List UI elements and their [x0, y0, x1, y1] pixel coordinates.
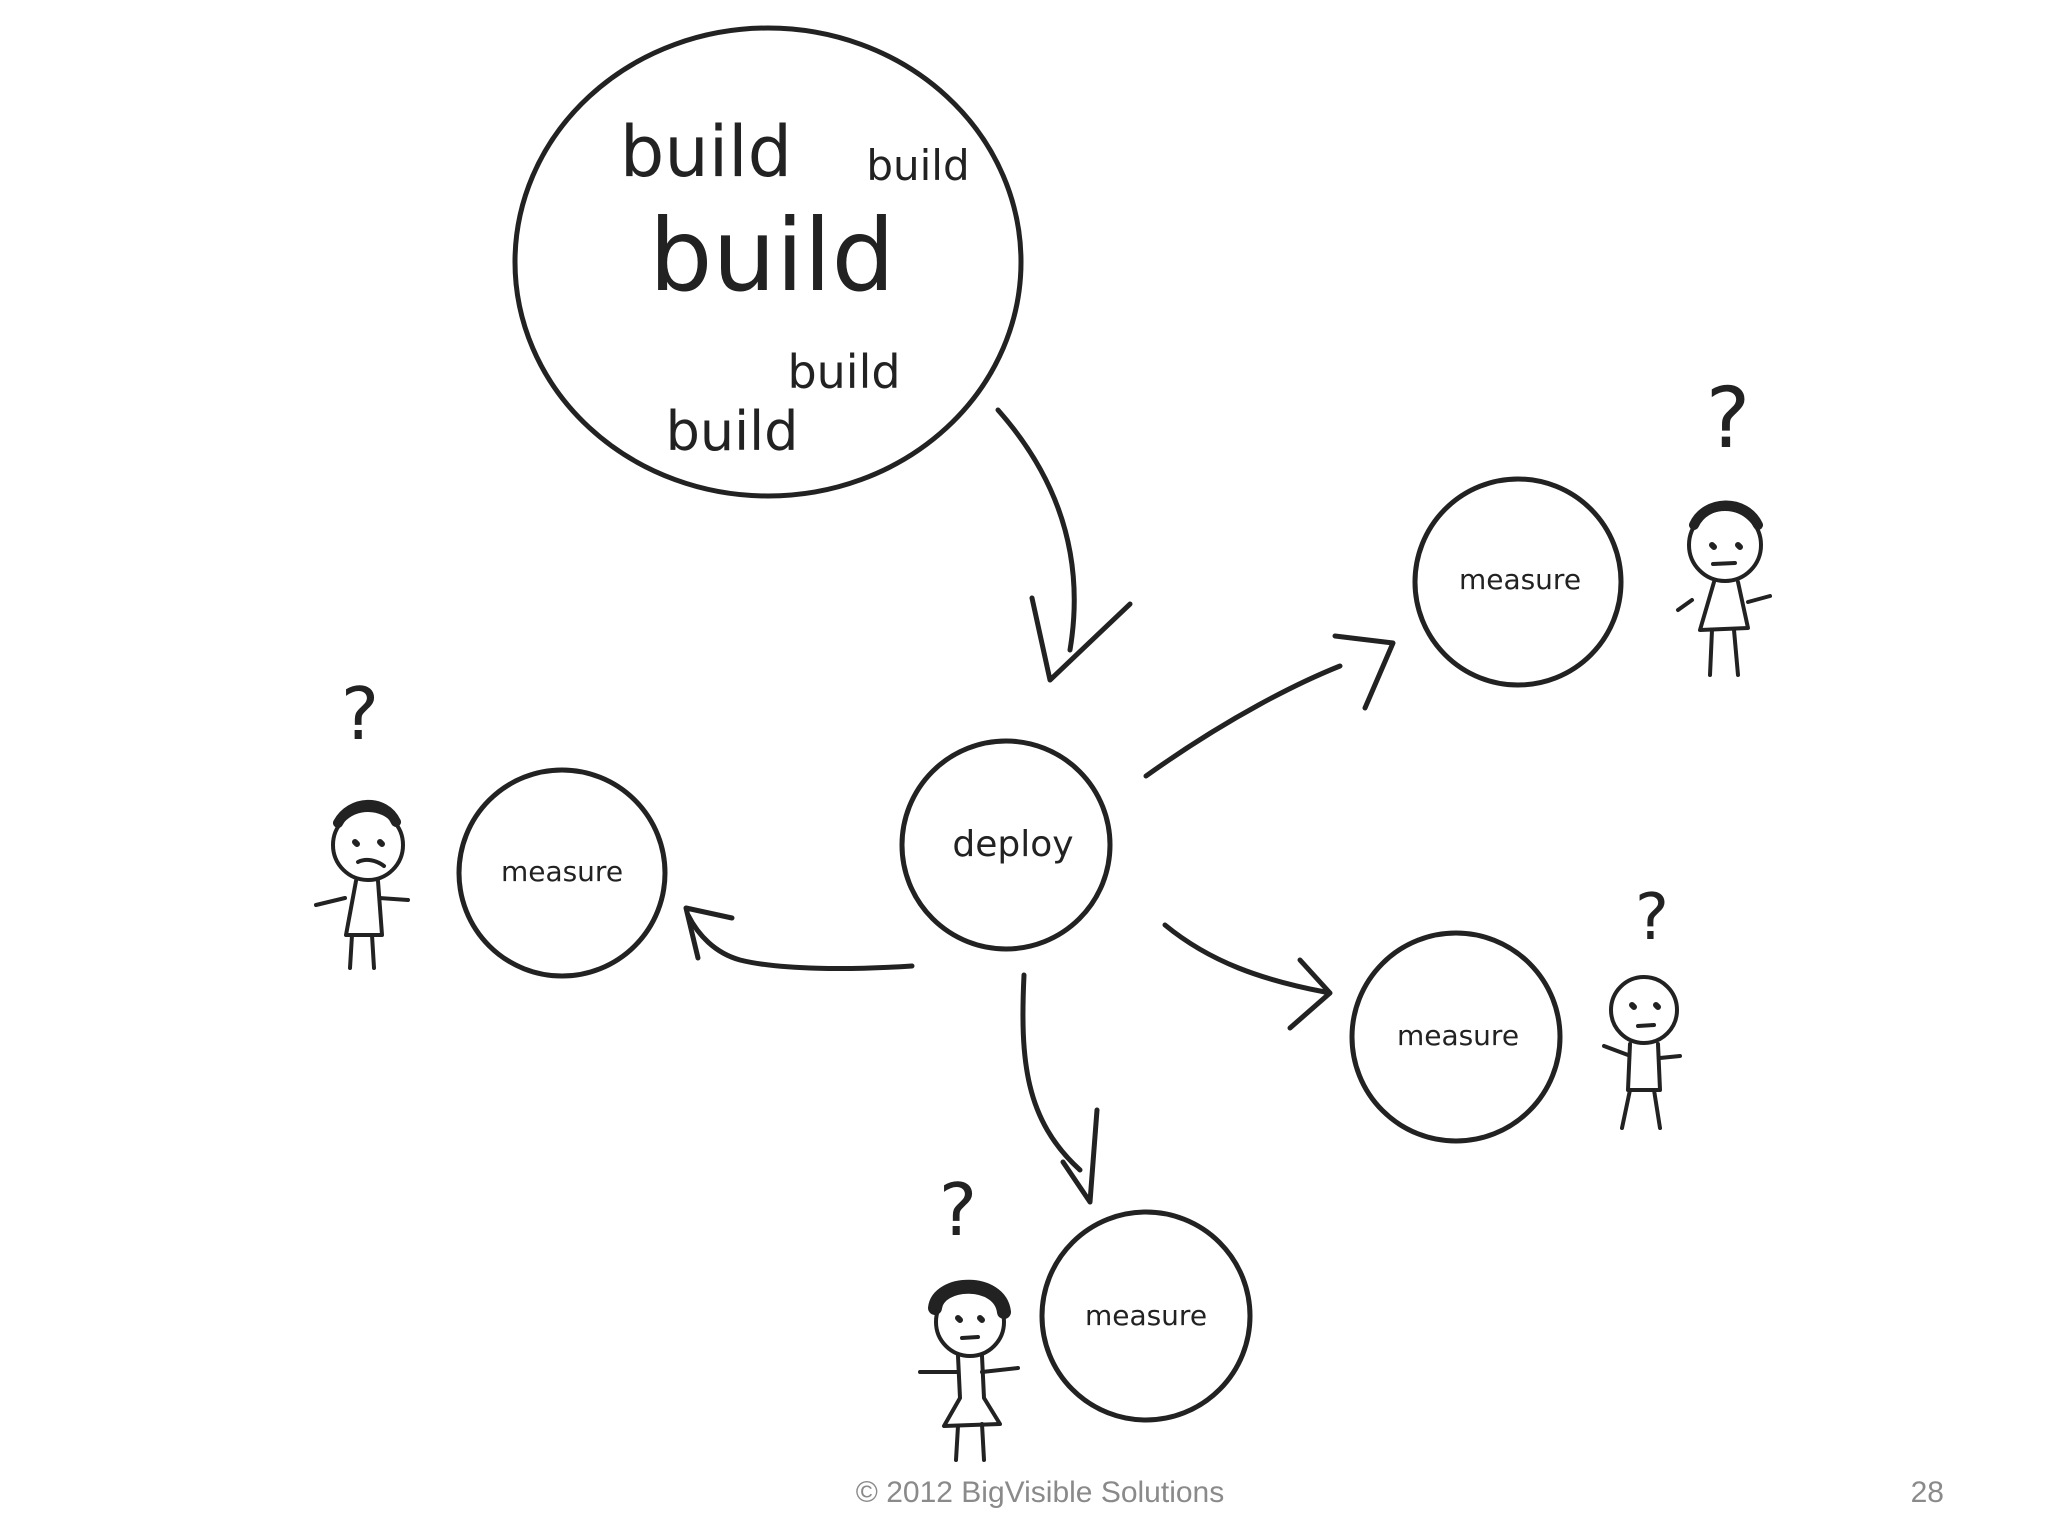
build-word-5: build	[665, 400, 799, 463]
question-mark-left: ?	[340, 672, 380, 756]
footer-copyright: © 2012 BigVisible Solutions	[855, 1476, 1225, 1509]
measure-circle-bottom	[1039, 1209, 1253, 1423]
build-word-4: build	[787, 345, 901, 399]
stick-figure-top-right	[1676, 500, 1772, 677]
measure-label-left: measure	[500, 855, 624, 888]
measure-circle-left	[456, 767, 668, 979]
arrow-build-to-deploy	[995, 407, 1133, 683]
page-number: 28	[1910, 1476, 1944, 1509]
stick-figure-left	[314, 799, 410, 970]
deploy-label: deploy	[952, 824, 1074, 865]
question-mark-bottom: ?	[938, 1168, 978, 1252]
question-mark-right: ?	[1635, 881, 1669, 955]
arrow-deploy-to-measure-left	[683, 905, 915, 971]
measure-label-top-right: measure	[1458, 563, 1582, 596]
build-word-2: build	[866, 141, 970, 190]
build-word-1: build	[619, 111, 793, 193]
measure-label-bottom: measure	[1084, 1299, 1208, 1332]
question-mark-top-right: ?	[1705, 369, 1751, 467]
build-circle	[512, 25, 1024, 499]
stick-figure-right	[1602, 975, 1682, 1130]
deploy-circle	[899, 738, 1113, 952]
measure-circle-right	[1349, 930, 1563, 1144]
build-word-3: build	[649, 197, 895, 314]
arrow-deploy-to-measure-right	[1162, 922, 1333, 1031]
measure-circle-top-right	[1412, 476, 1624, 688]
arrow-deploy-to-measure-bottom	[1020, 972, 1100, 1205]
stick-figure-bottom	[918, 1279, 1020, 1462]
measure-label-right: measure	[1396, 1019, 1520, 1052]
arrow-deploy-to-measure-top-right	[1143, 633, 1396, 779]
